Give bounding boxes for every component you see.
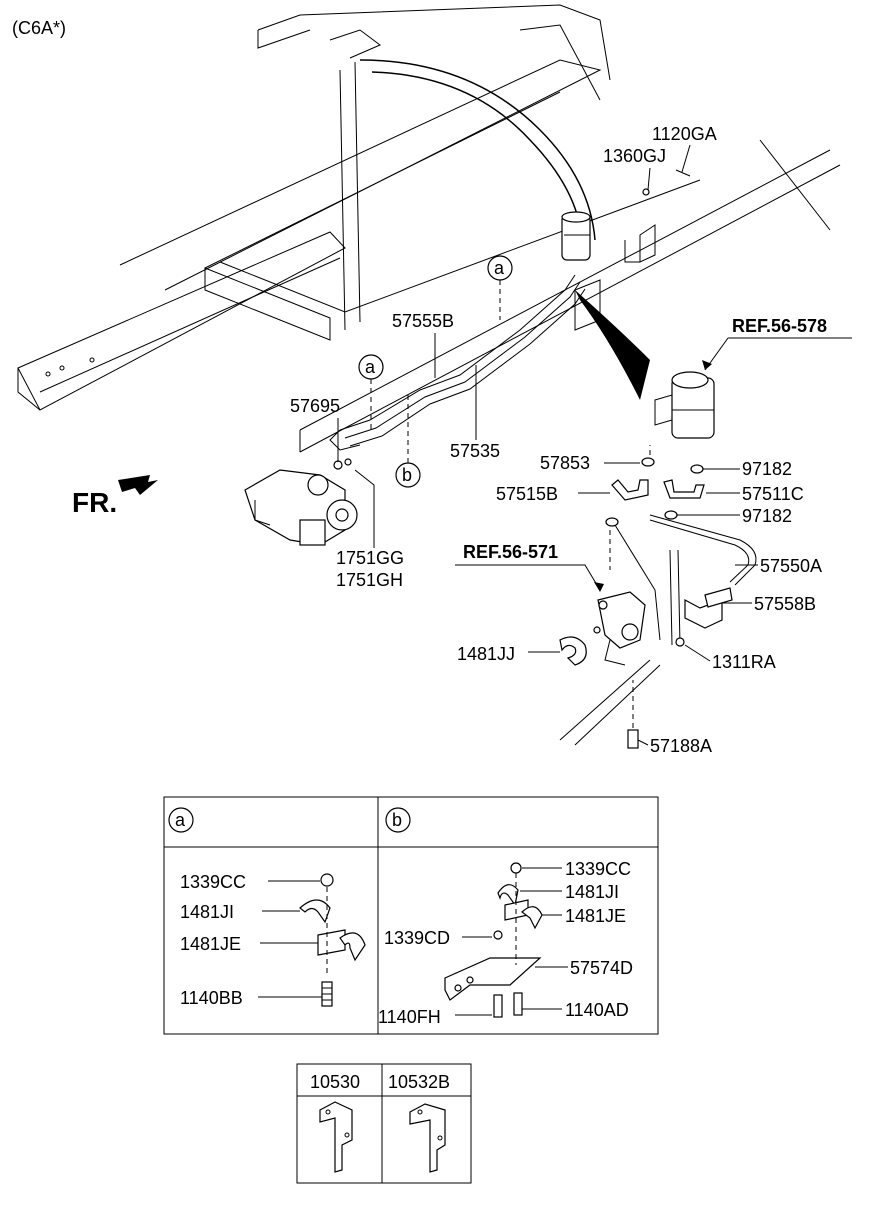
detail-b-item: 1140AD	[565, 1000, 629, 1020]
detail-b-item: 1339CD	[384, 928, 450, 948]
detail-table: a b	[163, 796, 659, 1035]
variant-code: (C6A*)	[12, 18, 66, 38]
label-1360GJ: 1360GJ	[603, 146, 666, 166]
label-1751GG: 1751GG	[336, 548, 404, 568]
detail-a-item: 1140BB	[180, 988, 243, 1008]
ref-56-571: REF.56-571	[463, 542, 558, 562]
label-1481JJ: 1481JJ	[457, 644, 515, 664]
detail-a-header: a	[175, 810, 186, 830]
label-57515B: 57515B	[496, 484, 558, 504]
label-57535: 57535	[450, 441, 500, 461]
bracket-col2-label: 10532B	[388, 1072, 450, 1092]
fuel-lines	[329, 274, 586, 451]
label-1311RA: 1311RA	[712, 652, 776, 672]
filter-canister-detail	[654, 371, 715, 439]
label-57555B: 57555B	[392, 311, 454, 331]
callout-a-lower: a	[358, 354, 384, 430]
label-57695: 57695	[290, 396, 340, 416]
detail-b-header: b	[392, 810, 402, 830]
label-57511C: 57511C	[742, 484, 804, 504]
pump-assembly	[244, 458, 358, 546]
detail-a-item: 1339CC	[180, 872, 246, 892]
detail-pointer-arrow	[575, 290, 650, 400]
valve-assembly	[593, 591, 646, 649]
chassis-frame	[17, 4, 841, 453]
label-1120GA: 1120GA	[652, 124, 717, 144]
detail-b-item: 1481JE	[565, 906, 626, 926]
callout-b: b	[395, 395, 421, 488]
detail-b-item: 1481JI	[565, 882, 619, 902]
front-direction-arrow: FR.	[72, 475, 158, 518]
label-57558B: 57558B	[754, 594, 816, 614]
label-57853: 57853	[540, 453, 590, 473]
detail-b-item: 1140FH	[378, 1007, 441, 1027]
detail-b-item: 57574D	[570, 958, 633, 978]
bracket-col1-label: 10530	[310, 1072, 360, 1092]
detail-a-item: 1481JI	[180, 902, 234, 922]
svg-text:a: a	[494, 258, 505, 278]
svg-text:a: a	[365, 357, 376, 377]
label-57188A: 57188A	[650, 736, 712, 756]
svg-text:b: b	[402, 465, 412, 485]
label-57550A: 57550A	[760, 556, 822, 576]
label-1751GH: 1751GH	[336, 570, 403, 590]
label-97182-top: 97182	[742, 459, 792, 479]
ref-56-578: REF.56-578	[732, 316, 827, 336]
label-97182-bottom: 97182	[742, 506, 792, 526]
front-label: FR.	[72, 487, 117, 518]
detail-a-item: 1481JE	[180, 934, 241, 954]
detail-b-item: 1339CC	[565, 859, 631, 879]
bracket-table: 10530 10532B	[296, 1063, 472, 1184]
detail-b: 1339CC 1481JI 1481JE 1339CD 57574D 1140F…	[378, 859, 633, 1027]
callout-a-upper: a	[487, 255, 513, 320]
detail-a: 1339CC 1481JI 1481JE 1140BB	[180, 872, 366, 1008]
filter-canister-upper	[561, 211, 591, 261]
